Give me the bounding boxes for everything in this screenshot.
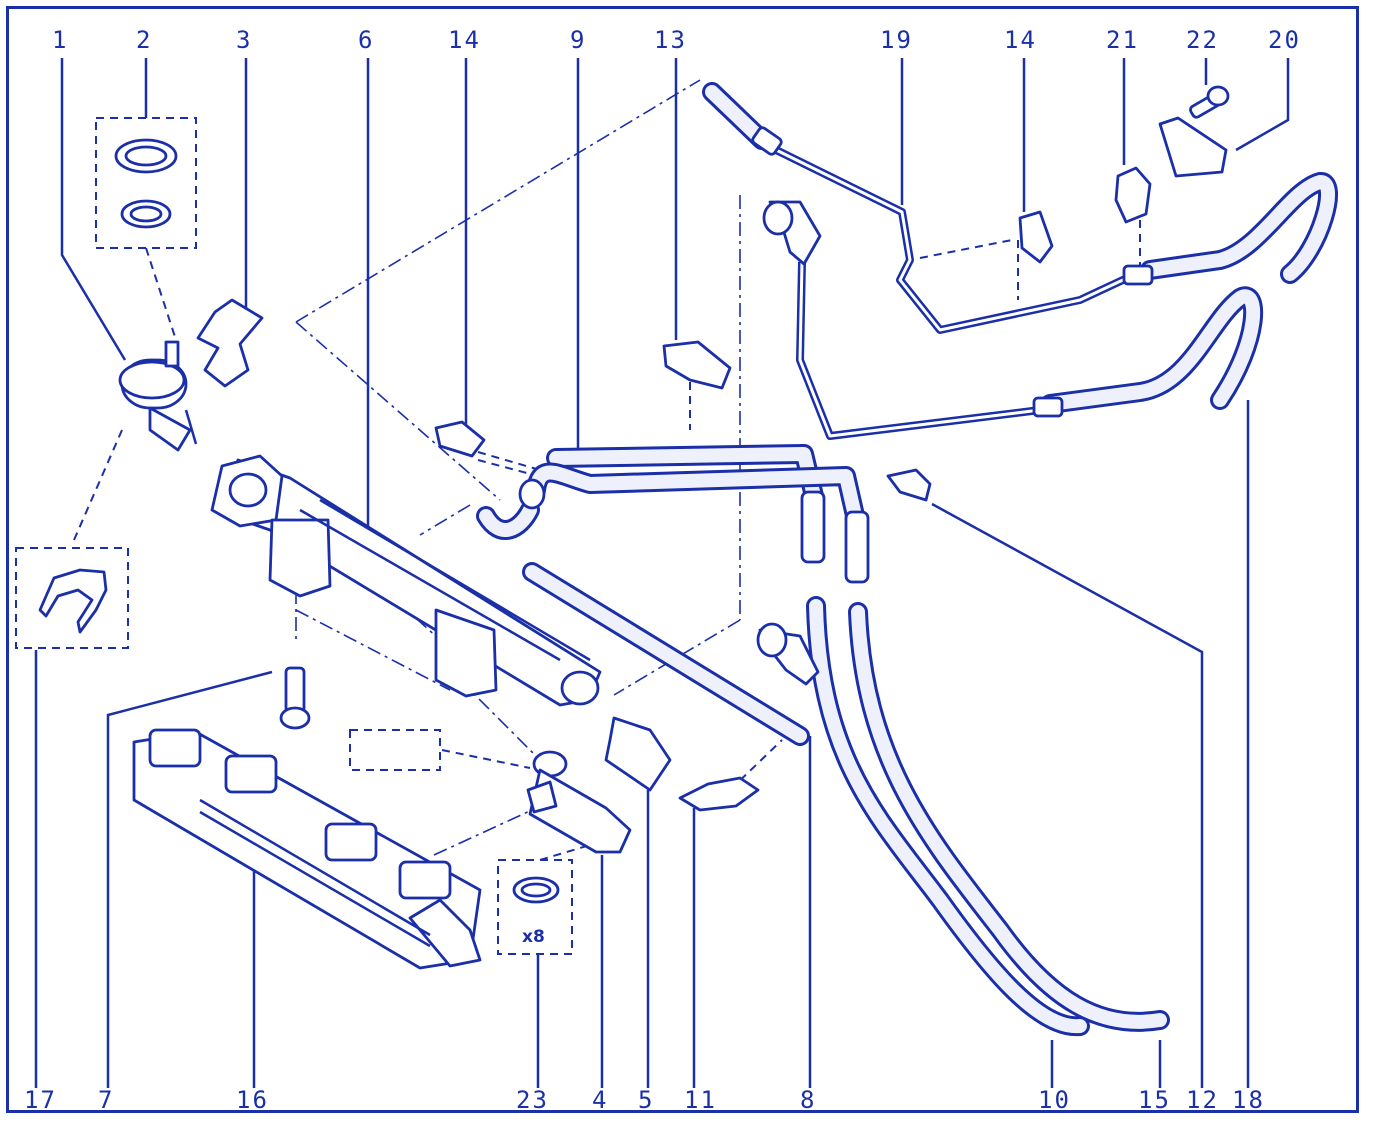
callout-label-14a: 14 xyxy=(448,26,481,54)
hose-clip xyxy=(886,468,932,502)
callout-label-1: 1 xyxy=(52,26,68,54)
metal-fuel-pipes xyxy=(762,140,1142,440)
callout-label-7: 7 xyxy=(98,1086,114,1114)
top-callout-labels: 1 2 3 6 14 9 13 19 14 21 22 20 xyxy=(52,26,1301,54)
seal-kit-inset xyxy=(95,117,197,249)
quick-connectors xyxy=(518,126,1154,686)
callout-label-9: 9 xyxy=(570,26,586,54)
callout-label-10: 10 xyxy=(1038,1086,1071,1114)
small-clip-a xyxy=(434,420,486,458)
mounting-bolt xyxy=(279,666,311,730)
small-clip-b xyxy=(1018,210,1054,264)
callout-label-3: 3 xyxy=(236,26,252,54)
callout-label-8: 8 xyxy=(800,1086,816,1114)
callout-label-6: 6 xyxy=(358,26,374,54)
bracket-clip xyxy=(38,568,108,634)
callout-label-18: 18 xyxy=(1232,1086,1265,1114)
diagram-frame xyxy=(6,6,1359,1113)
pipe-bracket-clip xyxy=(1114,166,1152,224)
callout-label-19: 19 xyxy=(880,26,913,54)
callout-label-5: 5 xyxy=(638,1086,654,1114)
leader-lines xyxy=(34,58,1290,1088)
quantity-label: x8 xyxy=(522,927,545,947)
callout-label-23: 23 xyxy=(516,1086,549,1114)
inset-boxes: x8 xyxy=(15,117,573,955)
callout-label-20: 20 xyxy=(1268,26,1301,54)
fuel-injector xyxy=(526,750,632,854)
pipe-clip xyxy=(678,776,760,812)
bracket-bolt xyxy=(1189,85,1230,119)
o-ring-seals xyxy=(114,138,560,904)
callout-label-16: 16 xyxy=(236,1086,269,1114)
double-clip xyxy=(662,340,732,390)
fuel-hoses xyxy=(476,82,1338,1037)
callout-label-22: 22 xyxy=(1186,26,1219,54)
pressure-regulator xyxy=(118,340,198,452)
injector-cover xyxy=(132,728,482,970)
injector-clip xyxy=(604,716,672,792)
callout-label-2: 2 xyxy=(136,26,152,54)
callout-label-21: 21 xyxy=(1106,26,1139,54)
empty-inset xyxy=(349,729,441,771)
clip-inset xyxy=(15,547,129,649)
callout-label-17: 17 xyxy=(24,1086,57,1114)
callout-label-11: 11 xyxy=(684,1086,717,1114)
fuel-rail xyxy=(210,454,602,707)
callout-label-12: 12 xyxy=(1186,1086,1219,1114)
retaining-clip xyxy=(196,298,264,388)
bottom-callout-labels: 17 7 16 23 4 5 11 8 10 15 12 18 xyxy=(24,1086,1265,1114)
callout-label-4: 4 xyxy=(592,1086,608,1114)
support-bracket xyxy=(1158,116,1228,178)
callout-label-14b: 14 xyxy=(1004,26,1037,54)
callout-label-13: 13 xyxy=(654,26,687,54)
callout-label-15: 15 xyxy=(1138,1086,1171,1114)
